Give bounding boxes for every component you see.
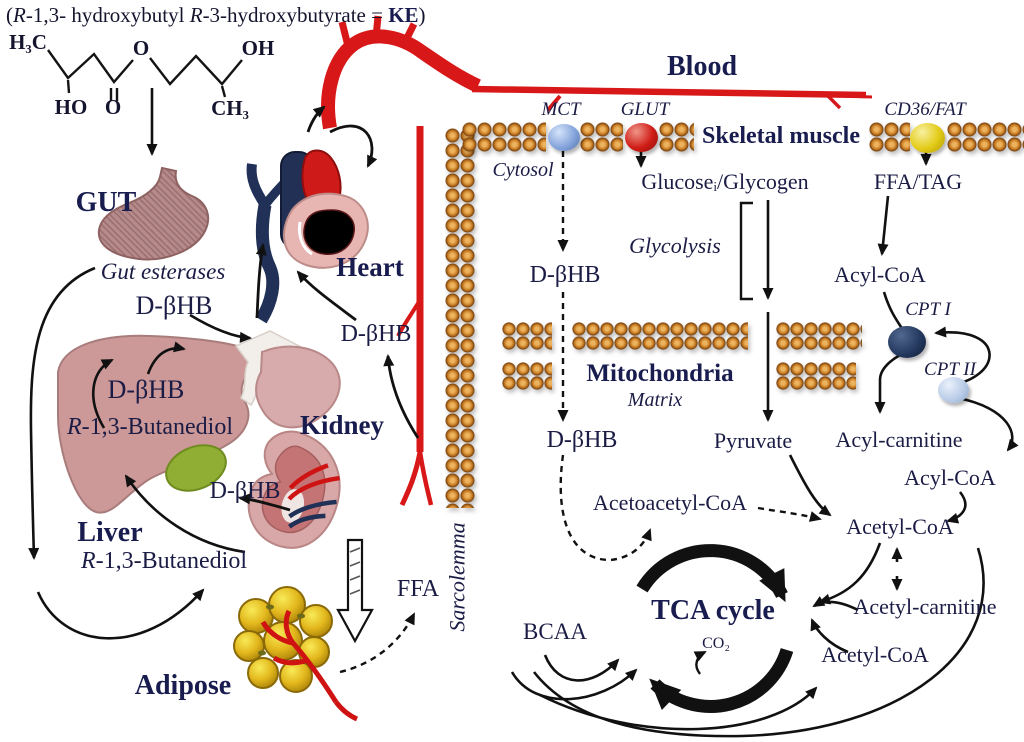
ketone-ester-structure [47, 49, 243, 101]
butanediol-liver-label: R-1,3-Butanediol [67, 414, 233, 440]
mct-label: MCT [541, 99, 581, 120]
sarcolemma-membrane-vertical [445, 128, 475, 508]
heart-kidney-arrows [238, 105, 420, 512]
kidney-label: Kidney [299, 410, 385, 440]
dbhb-heart-label: D-βHB [340, 321, 412, 347]
adipose-label: Adipose [134, 670, 232, 701]
tca-entry-arrows [510, 542, 985, 738]
chem-h3c: H₃C [9, 30, 47, 54]
sarcolemma-membrane-top-2 [580, 122, 623, 152]
liver-illustration [57, 330, 341, 514]
mito-outer-membrane-3 [776, 322, 862, 350]
liver-label: Liver [77, 517, 143, 548]
gut-liver-curves [28, 266, 246, 640]
cpt1-label: CPT I [905, 299, 951, 320]
chem-ho: HO [54, 95, 88, 119]
heart-label: Heart [336, 252, 404, 282]
cpt2-enzyme [938, 377, 969, 403]
sarcolemma-membrane-top-5 [947, 122, 1024, 152]
sarcolemma-membrane-top-1 [462, 122, 546, 152]
acyl-carnitine-label: Acyl-carnitine [835, 427, 963, 452]
dbhb-cytosol-label: D-βHB [529, 262, 601, 288]
figure-title: (R-1,3- hydroxybutyl R-3-hydroxybutyrate… [6, 3, 426, 27]
glut-label: GLUT [620, 99, 670, 120]
ffa-label: FFA [396, 576, 440, 602]
kidney-illustration [247, 430, 341, 549]
mito-outer-membrane-2 [572, 322, 748, 350]
glycolysis-label: Glycolysis [629, 233, 721, 258]
chem-ch3: CH₃ [211, 96, 249, 120]
adipose-illustration [233, 586, 359, 722]
muscle-arrows [557, 140, 1019, 591]
blood-label: Blood [666, 51, 738, 82]
chem-o-ester: O [132, 36, 150, 60]
acetyl-coa-upper-label: Acetyl-CoA [846, 514, 954, 539]
acetyl-coa-lower-label: Acetyl-CoA [821, 642, 929, 667]
pyruvate-label: Pyruvate [713, 428, 793, 453]
acetoacetyl-coa-label: Acetoacetyl-CoA [593, 490, 747, 515]
gut-label: GUT [75, 187, 137, 218]
dbhb-gut-label: D-βHB [135, 291, 213, 320]
dbhb-kidney-label: D-βHB [209, 478, 281, 504]
mito-inner-membrane-2 [776, 362, 856, 390]
cd36-label: CD36/FAT [884, 99, 966, 120]
sarcolemma-membrane-top-4 [869, 122, 910, 152]
mito-inner-membrane-1 [502, 362, 552, 390]
heart-illustration [280, 149, 369, 269]
liver-internal-arrows [91, 313, 252, 429]
descending-blood-vessel [396, 126, 434, 507]
acyl-coa-top-label: Acyl-CoA [834, 262, 926, 287]
stomach-illustration [97, 166, 210, 261]
cpt2-label: CPT II [924, 359, 976, 380]
tca-cycle-label: TCA cycle [651, 595, 775, 626]
mito-outer-membrane-1 [502, 322, 552, 350]
cd36-transporter [910, 123, 945, 153]
chem-oh: OH [241, 36, 275, 60]
sarcolemma-membrane-top-3 [659, 122, 694, 152]
kidney-excretion-arrow [336, 538, 374, 644]
bcaa-label: BCAA [523, 619, 587, 644]
ffa-tag-label: FFA/TAG [873, 169, 963, 194]
sarcolemma-label: Sarcolemma [444, 522, 470, 632]
aorta-blood-vessel [321, 15, 873, 130]
glut-transporter [625, 123, 658, 152]
skeletal-muscle-label: Skeletal muscle [702, 123, 860, 149]
butanediol-bottom-label: R-1,3-Butanediol [81, 548, 247, 574]
gut-esterases-label: Gut esterases [100, 259, 226, 284]
mitochondria-label: Mitochondria [586, 360, 734, 387]
tca-cycle-circle [636, 544, 794, 713]
cpt1-enzyme [888, 326, 926, 358]
mct-transporter [548, 124, 580, 151]
dbhb-liver-label: D-βHB [107, 375, 185, 404]
co2-label: CO₂ [702, 635, 730, 652]
glucose-glycogen-label: Glucoseᵢ/Glycogen [641, 169, 809, 194]
adipose-ffa-dashed-arrow [339, 612, 416, 674]
acyl-coa-right-label: Acyl-CoA [904, 465, 996, 490]
matrix-label: Matrix [627, 389, 683, 411]
dbhb-matrix-label: D-βHB [546, 427, 618, 453]
chem-o-carbonyl: O [104, 95, 122, 119]
cytosol-label: Cytosol [492, 159, 554, 181]
acetyl-carnitine-label: Acetyl-carnitine [853, 594, 997, 619]
